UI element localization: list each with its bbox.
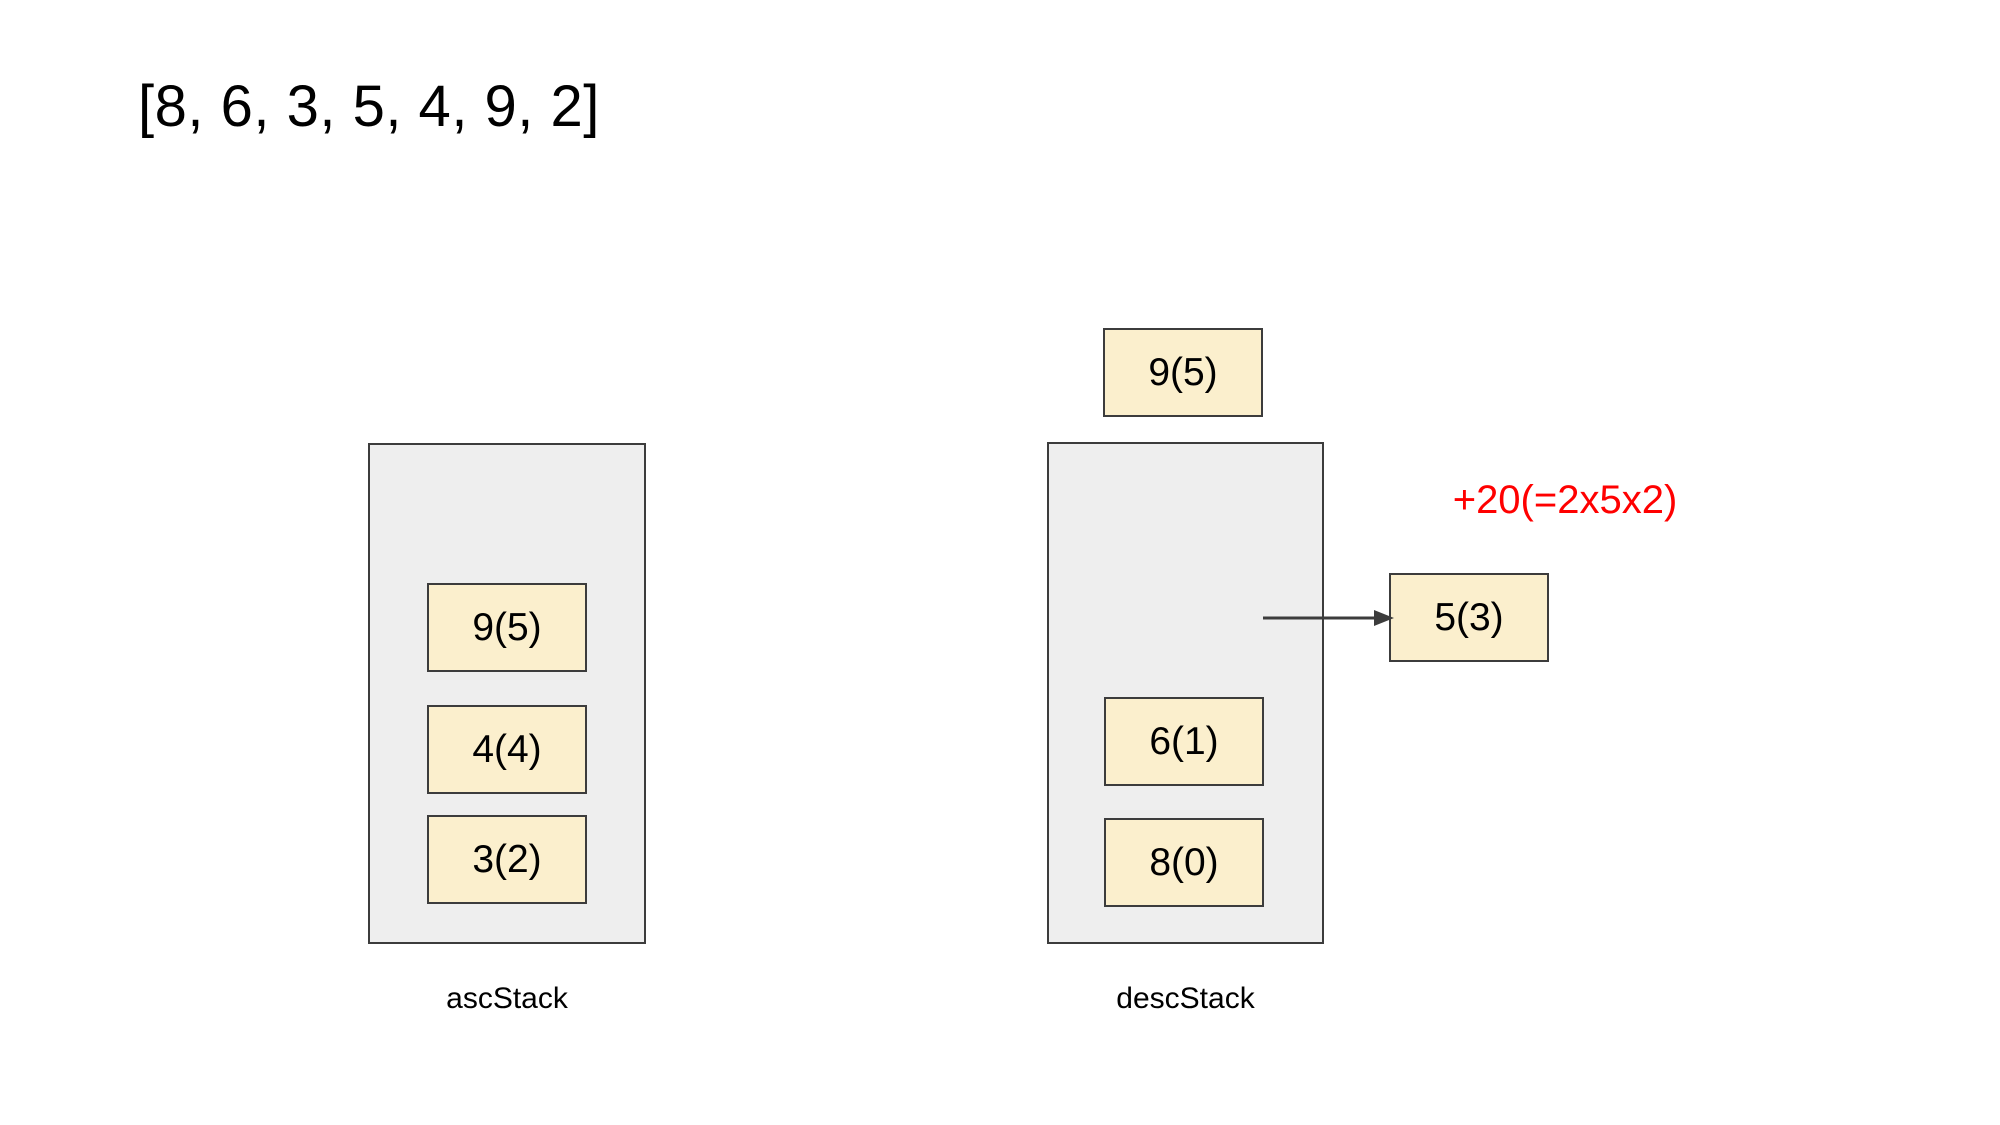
score-annotation: +20(=2x5x2) xyxy=(1452,478,1678,522)
asc-stack-cell: 4(4) xyxy=(427,705,587,794)
desc-stack-cell: 6(1) xyxy=(1104,697,1264,786)
incoming-cell: 5(3) xyxy=(1389,573,1549,662)
desc-stack-label: descStack xyxy=(1116,982,1255,1015)
asc-stack-cell: 9(5) xyxy=(427,583,587,672)
asc-stack-label: ascStack xyxy=(446,982,568,1015)
desc-stack-cell: 8(0) xyxy=(1104,818,1264,907)
popped-cell: 9(5) xyxy=(1103,328,1263,417)
asc-stack-cell: 3(2) xyxy=(427,815,587,904)
page-title: [8, 6, 3, 5, 4, 9, 2] xyxy=(138,74,600,139)
push-arrow-icon xyxy=(1263,610,1394,626)
